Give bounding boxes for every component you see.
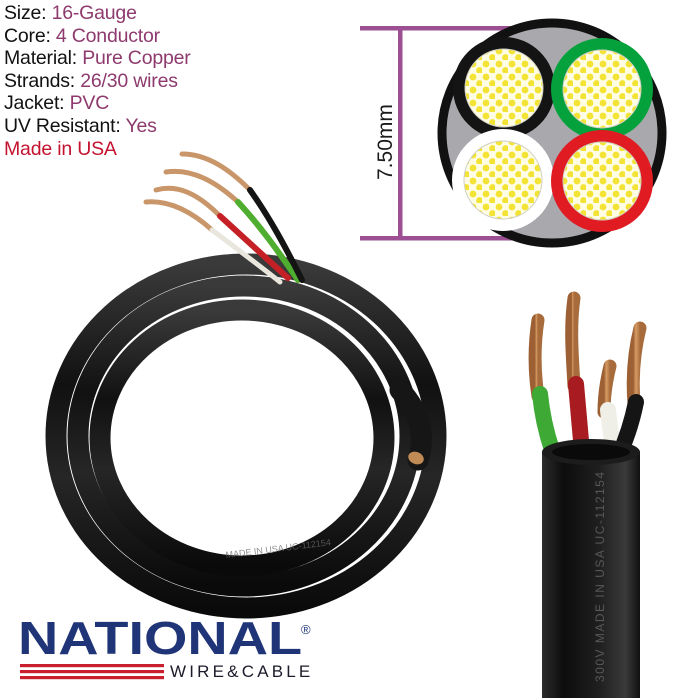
cut-end-jacket-print: 300V MADE IN USA UC-112154 xyxy=(593,470,607,682)
spec-value: Made in USA xyxy=(4,137,117,160)
black-conductor xyxy=(453,37,555,139)
specification-list: Size: 16-Gauge Core: 4 Conductor Materia… xyxy=(4,2,344,160)
spec-row-uv-resistant: UV Resistant: Yes xyxy=(4,115,344,138)
green-conductor xyxy=(551,38,653,140)
red-conductor xyxy=(551,130,653,232)
stripped-conductor-leads-photo xyxy=(120,132,340,292)
spec-row-material: Material: Pure Copper xyxy=(4,47,344,70)
registered-trademark-icon: ® xyxy=(301,622,311,637)
spec-value: 16-Gauge xyxy=(51,2,137,24)
brand-name: NATIONAL xyxy=(18,613,302,664)
spec-value: Pure Copper xyxy=(82,47,191,70)
brand-logo: NATIONAL ® WIRE&CABLE xyxy=(18,612,318,688)
cable-cut-end-photo: 300V MADE IN USA UC-112154 xyxy=(508,286,679,698)
white-conductor xyxy=(452,129,554,231)
spec-label: Strands: xyxy=(4,69,76,92)
spec-row-strands: Strands: 26/30 wires xyxy=(4,70,344,93)
spec-row-jacket: Jacket: PVC xyxy=(4,92,344,115)
coiled-cable-photo: MADE IN USA UC-112154 xyxy=(28,240,468,630)
spec-label: Size: xyxy=(4,2,47,24)
spec-row-made-in-usa: Made in USA xyxy=(4,138,344,161)
dimension-bracket xyxy=(360,26,582,241)
spec-value: PVC xyxy=(69,92,110,115)
dimension-label: 7.50mm xyxy=(374,104,397,180)
spec-value: Yes xyxy=(125,114,157,137)
brand-tagline: WIRE&CABLE xyxy=(170,662,313,681)
spec-label: UV Resistant: xyxy=(4,114,121,137)
spec-row-size: Size: 16-Gauge xyxy=(4,2,344,25)
cable-cross-section-diagram: 7.50mm xyxy=(352,8,679,256)
spec-label: Material: xyxy=(4,47,77,70)
spec-value: 4 Conductor xyxy=(55,24,160,47)
coil-cut-end xyxy=(389,379,432,471)
spec-value: 26/30 wires xyxy=(80,69,178,92)
spec-label: Jacket: xyxy=(4,92,65,115)
logo-stripes xyxy=(20,664,164,680)
spec-label: Core: xyxy=(4,24,51,47)
spec-row-core: Core: 4 Conductor xyxy=(4,25,344,48)
